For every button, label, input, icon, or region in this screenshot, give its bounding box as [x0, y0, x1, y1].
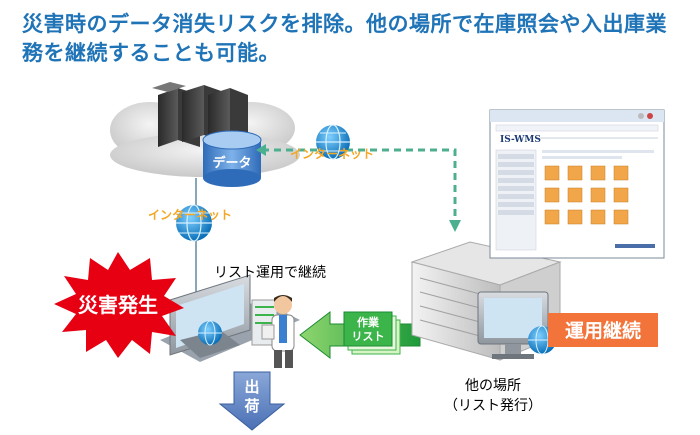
- list-issue-label: （リスト発行）: [444, 398, 542, 414]
- shipping-label-line2: 荷: [244, 397, 259, 415]
- list-operation-label: リスト運用で継続: [214, 264, 326, 281]
- globe-icon: [316, 124, 350, 160]
- headline: 災害時のデータ消失リスクを排除。他の場所で在庫照会や入出庫業務を継続することも可…: [22, 12, 667, 65]
- app-brand: IS-WMS: [500, 135, 541, 145]
- work-list-label-line1: 作業: [357, 315, 380, 329]
- internet-label-left: インターネット: [148, 208, 232, 222]
- internet-label-top: インターネット: [290, 147, 374, 161]
- globe-icon: [198, 320, 222, 346]
- other-place-label: 他の場所: [465, 378, 521, 394]
- continue-label: 運用継続: [565, 319, 641, 342]
- warehouse-pc-icon: [160, 274, 300, 362]
- shipping-arrow: [218, 371, 286, 431]
- database-icon: データ: [202, 130, 262, 187]
- work-list-label-line2: リスト: [352, 330, 385, 343]
- monitor-icon: [477, 291, 549, 359]
- worker-icon: [261, 295, 295, 368]
- disaster-label: 災害発生: [78, 293, 158, 317]
- database-label: データ: [212, 155, 251, 171]
- shipping-label-line1: 出: [244, 378, 259, 396]
- server-rack-icon: [152, 82, 248, 147]
- app-screenshot: IS-WMS: [489, 109, 665, 259]
- continue-badge: [548, 313, 658, 347]
- disaster-burst: [54, 252, 184, 358]
- globe-icon: [176, 204, 212, 242]
